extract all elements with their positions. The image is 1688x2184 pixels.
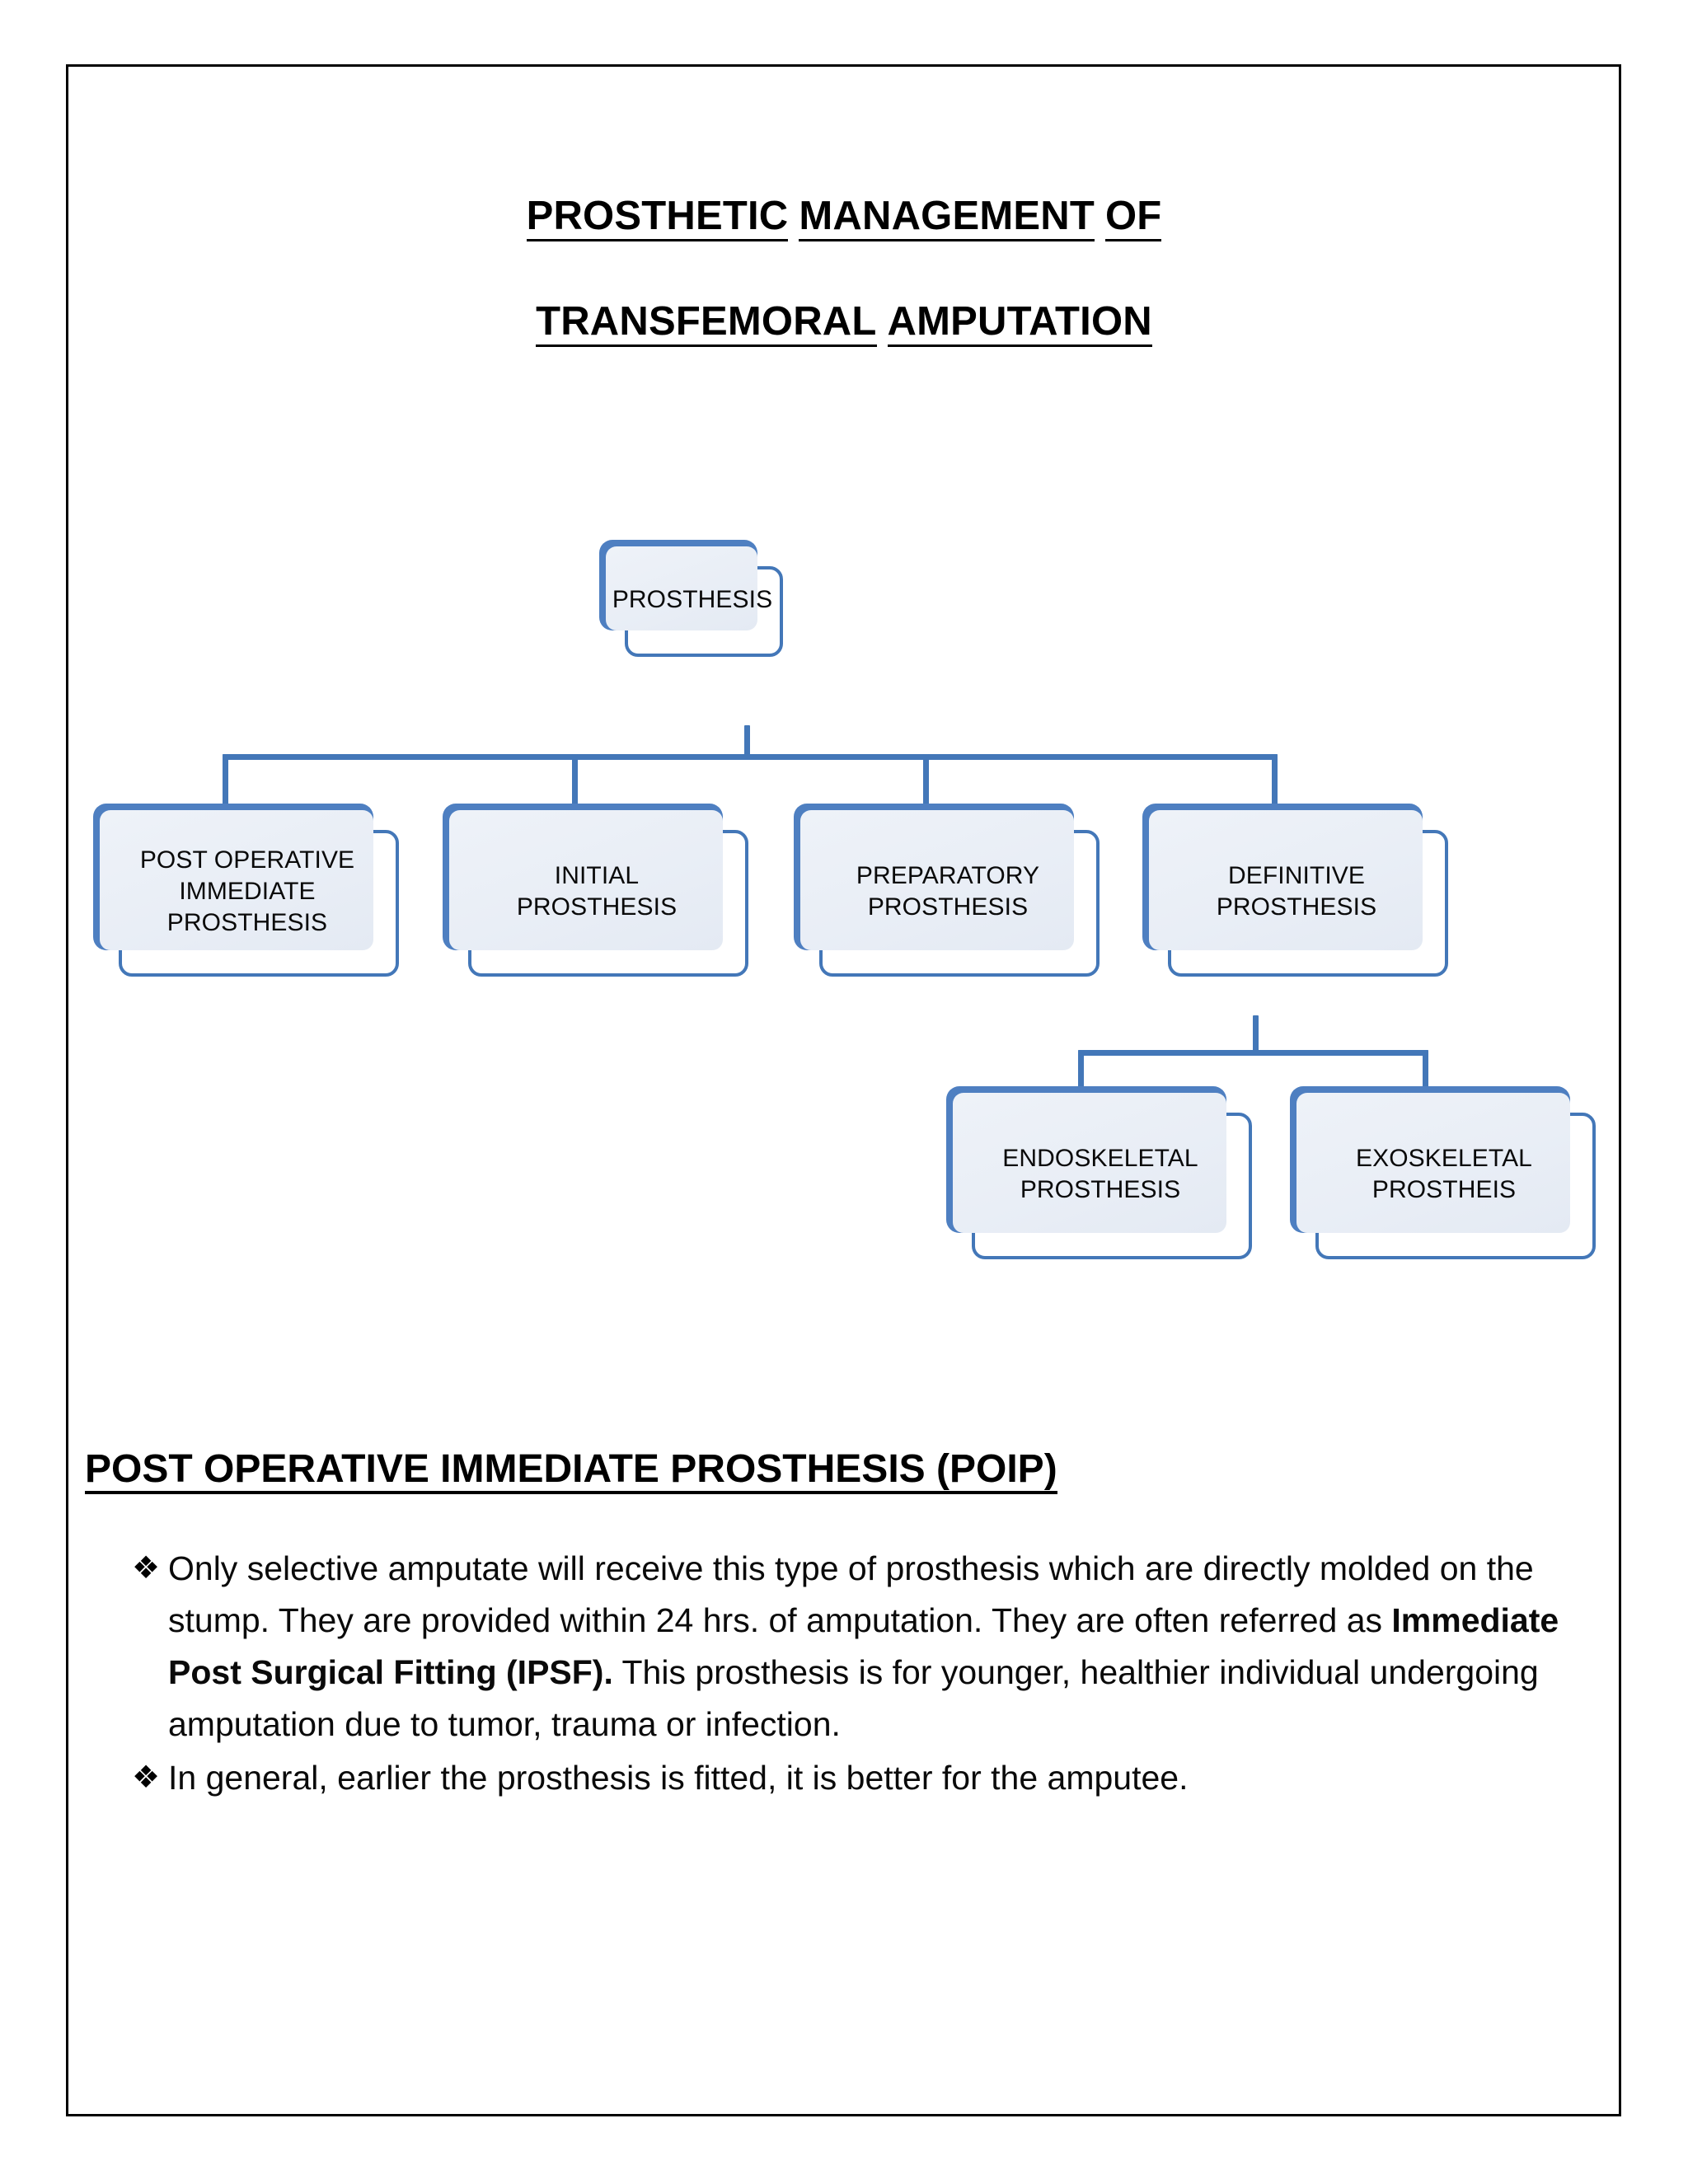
bullet-item: ❖In general, earlier the prosthesis is f… <box>132 1752 1582 1804</box>
node-label: EXOSKELETAL PROSTHEIS <box>1356 1145 1532 1203</box>
bullet-text-bold-run: Immediate Post Surgical Fitting (IPSF). <box>168 1601 1559 1692</box>
node-body: ENDOSKELETAL PROSTHESIS <box>953 1093 1252 1259</box>
node-fill <box>1296 1093 1570 1233</box>
node-body: INITIAL PROSTHESIS <box>449 810 748 977</box>
node-label: DEFINITIVE PROSTHESIS <box>1216 862 1377 921</box>
node-post-operative-immediate-prosthesis[interactable]: POST OPERATIVE IMMEDIATE PROSTHESIS <box>93 804 399 977</box>
node-fill <box>606 546 757 630</box>
title-word: TRANSFEMORAL <box>536 302 877 347</box>
node-prosthesis[interactable]: PROSTHESIS <box>599 540 783 657</box>
node-body: PREPARATORY PROSTHESIS <box>800 810 1100 977</box>
bullet-text-run: Only selective amputate will receive thi… <box>168 1549 1534 1640</box>
bullet-item: ❖Only selective amputate will receive th… <box>132 1543 1582 1751</box>
node-label: INITIAL PROSTHESIS <box>516 862 678 921</box>
bullet-text-run: This prosthesis is for younger, healthie… <box>168 1653 1539 1744</box>
node-body: EXOSKELETAL PROSTHEIS <box>1296 1093 1596 1259</box>
node-label: PROSTHESIS <box>612 586 773 614</box>
node-endoskeletal-prosthesis[interactable]: ENDOSKELETAL PROSTHESIS <box>946 1086 1252 1259</box>
node-fill <box>449 810 723 950</box>
diamond-bullet-icon: ❖ <box>132 1760 161 1795</box>
diamond-bullet-icon: ❖ <box>132 1551 161 1586</box>
prosthesis-classification-flowchart: PROSTHESIS POST OPERATIVE IMMEDIATE PROS… <box>93 540 1596 1259</box>
node-body: DEFINITIVE PROSTHESIS <box>1149 810 1448 977</box>
node-definitive-prosthesis[interactable]: DEFINITIVE PROSTHESIS <box>1142 804 1448 977</box>
node-body: POST OPERATIVE IMMEDIATE PROSTHESIS <box>100 810 399 977</box>
bullet-text-run: In general, earlier the prosthesis is fi… <box>168 1758 1189 1797</box>
node-initial-prosthesis[interactable]: INITIAL PROSTHESIS <box>443 804 748 977</box>
title-word: OF <box>1104 196 1162 241</box>
node-label: ENDOSKELETAL PROSTHESIS <box>1002 1145 1198 1203</box>
bullet-text: Only selective amputate will receive thi… <box>168 1543 1582 1751</box>
node-fill <box>1149 810 1423 950</box>
node-fill <box>800 810 1074 950</box>
node-exoskeletal-prosthesis[interactable]: EXOSKELETAL PROSTHEIS <box>1290 1086 1596 1259</box>
section-heading: POST OPERATIVE IMMEDIATE PROSTHESIS (POI… <box>85 1446 1057 1494</box>
node-body: PROSTHESIS <box>606 546 783 657</box>
title-word: PROSTHETIC <box>526 196 789 241</box>
title-word: AMPUTATION <box>887 302 1152 347</box>
section-heading-text: POST OPERATIVE IMMEDIATE PROSTHESIS (POI… <box>85 1450 1057 1494</box>
node-fill <box>100 810 373 950</box>
node-fill <box>953 1093 1226 1233</box>
node-preparatory-prosthesis[interactable]: PREPARATORY PROSTHESIS <box>794 804 1100 977</box>
node-label: POST OPERATIVE IMMEDIATE PROSTHESIS <box>139 846 355 936</box>
poip-bullet-list: ❖Only selective amputate will receive th… <box>132 1543 1582 1804</box>
bullet-text: In general, earlier the prosthesis is fi… <box>168 1752 1582 1804</box>
node-label: PREPARATORY PROSTHESIS <box>856 862 1040 921</box>
title-word: MANAGEMENT <box>799 196 1095 241</box>
